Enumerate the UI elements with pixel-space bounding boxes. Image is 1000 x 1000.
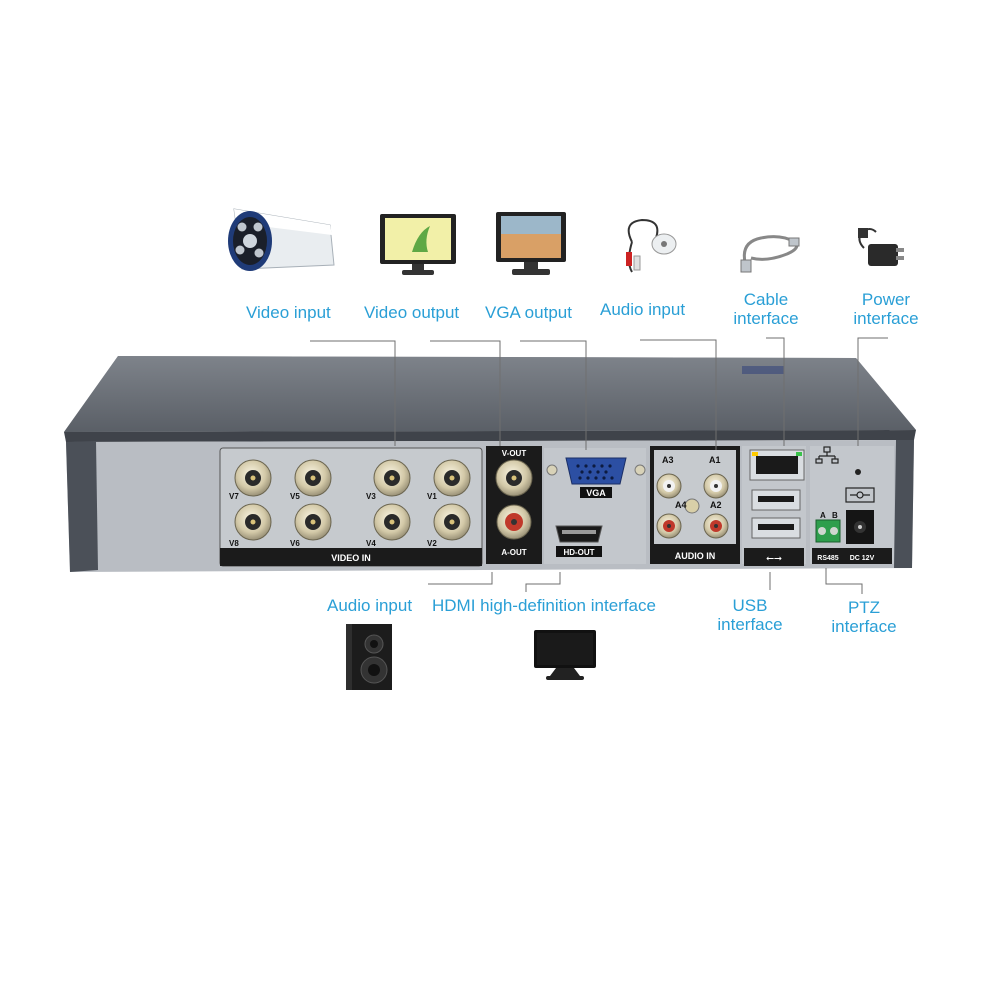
dc-power-jack[interactable] bbox=[846, 510, 874, 544]
hdmi-tv-icon bbox=[534, 630, 596, 680]
audio-ch-a3: A3 bbox=[662, 455, 674, 465]
cable-interface-label-line1: Cable bbox=[743, 290, 789, 309]
power-interface-label: Power interface bbox=[848, 290, 924, 328]
audio-input-label-bottom: Audio input bbox=[327, 596, 413, 615]
usb-port[interactable] bbox=[751, 489, 801, 511]
ch-label-v4: V4 bbox=[366, 539, 376, 548]
ch-label-v1: V1 bbox=[427, 492, 437, 501]
ptz-interface-label-line2: interface bbox=[831, 617, 897, 636]
rs485-terminal[interactable] bbox=[815, 519, 841, 543]
ptz-interface-label-line1: PTZ bbox=[847, 598, 881, 617]
cable-interface-label-line2: interface bbox=[733, 309, 799, 328]
rs485-marking: RS485 bbox=[817, 555, 839, 562]
terminal-b-marking: B bbox=[832, 511, 838, 520]
ptz-interface-label: PTZ interface bbox=[826, 598, 902, 636]
audio-input-label-top: Audio input bbox=[600, 300, 686, 319]
ch-label-v2: V2 bbox=[427, 539, 437, 548]
audio-ch-a4: A4 bbox=[675, 500, 687, 510]
power-interface-label-line2: interface bbox=[853, 309, 919, 328]
bullet-camera-icon bbox=[228, 208, 335, 271]
video-in-marking: VIDEO IN bbox=[331, 553, 371, 563]
power-interface-label-line1: Power bbox=[861, 290, 911, 309]
usb-interface-label-line2: interface bbox=[717, 615, 783, 634]
ch-label-v3: V3 bbox=[366, 492, 376, 501]
bnc-connector[interactable] bbox=[234, 459, 272, 497]
a-out-marking: A-OUT bbox=[501, 548, 526, 557]
hdmi-connector[interactable] bbox=[555, 525, 603, 543]
bnc-connector[interactable] bbox=[294, 459, 332, 497]
network-symbol-icon bbox=[815, 446, 839, 464]
power-led bbox=[855, 469, 861, 475]
hd-out-marking: HD-OUT bbox=[563, 548, 594, 557]
vga-connector[interactable] bbox=[546, 457, 646, 485]
microphone-icon bbox=[626, 218, 677, 273]
cable-interface-label: Cable interface bbox=[728, 290, 804, 328]
vga-output-label: VGA output bbox=[485, 303, 572, 322]
bnc-connector[interactable] bbox=[433, 503, 471, 541]
video-input-label: Video input bbox=[246, 303, 331, 322]
bnc-connector[interactable] bbox=[433, 459, 471, 497]
terminal-a-marking: A bbox=[820, 511, 826, 520]
audio-in-connector[interactable] bbox=[656, 473, 682, 499]
dc12v-marking: DC 12V bbox=[850, 555, 875, 562]
bnc-connector[interactable] bbox=[373, 503, 411, 541]
usb-interface-label-line1: USB bbox=[732, 596, 768, 615]
usb-port[interactable] bbox=[751, 517, 801, 539]
audio-in-connector[interactable] bbox=[703, 513, 729, 539]
usb-symbol-icon: ⭠⭢ bbox=[766, 553, 782, 564]
audio-ch-a1: A1 bbox=[709, 455, 721, 465]
network-cable-icon bbox=[740, 235, 800, 273]
audio-in-marking: AUDIO IN bbox=[675, 551, 716, 561]
video-output-label: Video output bbox=[364, 303, 460, 322]
ch-label-v6: V6 bbox=[290, 539, 300, 548]
dc-polarity-icon bbox=[845, 487, 875, 503]
bnc-connector[interactable] bbox=[234, 503, 272, 541]
v-out-connector[interactable] bbox=[495, 459, 533, 497]
power-adapter-icon bbox=[858, 228, 904, 266]
bnc-connector[interactable] bbox=[373, 459, 411, 497]
ch-label-v8: V8 bbox=[229, 539, 239, 548]
audio-ch-a2: A2 bbox=[710, 500, 722, 510]
speaker-icon bbox=[346, 624, 392, 690]
audio-in-connector[interactable] bbox=[703, 473, 729, 499]
vga-monitor-icon bbox=[496, 212, 566, 275]
ch-label-v7: V7 bbox=[229, 492, 239, 501]
bnc-connector[interactable] bbox=[294, 503, 332, 541]
audio-in-connector[interactable] bbox=[656, 513, 682, 539]
vga-marking: VGA bbox=[586, 488, 606, 498]
ch-label-v5: V5 bbox=[290, 492, 300, 501]
usb-interface-label: USB interface bbox=[712, 596, 788, 634]
v-out-marking: V-OUT bbox=[502, 449, 527, 458]
monitor-icon bbox=[380, 214, 456, 275]
hdmi-label: HDMI high-definition interface bbox=[432, 596, 656, 615]
a-out-connector[interactable] bbox=[496, 504, 532, 540]
lan-port[interactable] bbox=[749, 449, 805, 481]
